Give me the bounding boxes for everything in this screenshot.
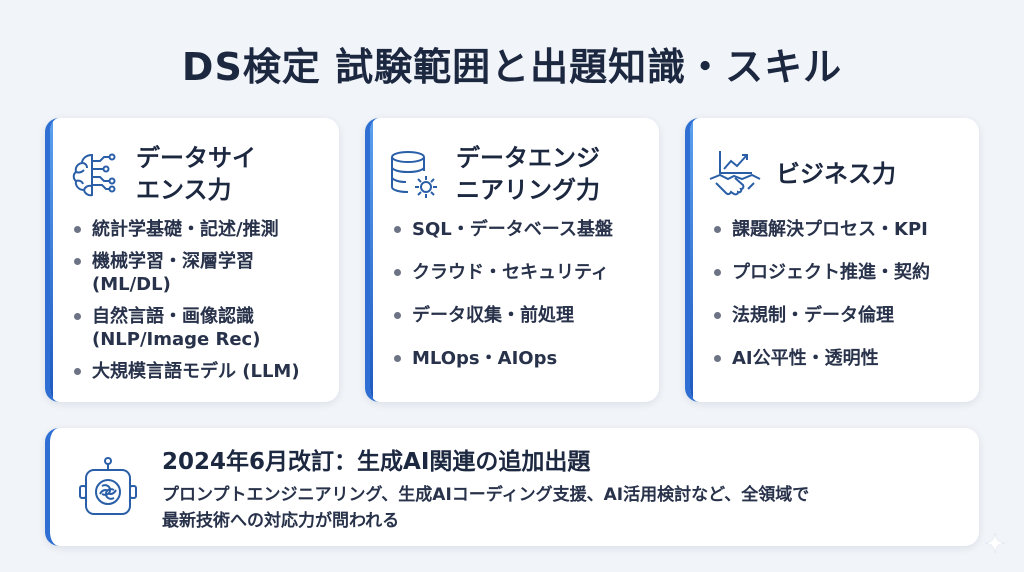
- card-header: データエンジ ニアリング力: [388, 136, 649, 212]
- skill-list: 統計学基礎・記述/推測 機械学習・深層学習 (ML/DL) 自然言語・画像認識 …: [72, 218, 329, 392]
- banner-description: プロンプトエンジニアリング、生成AIコーディング支援、AI活用検討など、全領域で…: [162, 482, 962, 534]
- banner-text-line1: プロンプトエンジニアリング、生成AIコーディング支援、AI活用検討など、全領域で: [162, 485, 810, 505]
- card-business: ビジネス力 課題解決プロセス・KPI プロジェクト推進・契約 法規制・データ倫理…: [685, 118, 979, 402]
- card-header: データサイ エンス力: [68, 136, 329, 212]
- card-title-line2: ニアリング力: [456, 176, 600, 204]
- banner-title: 2024年6月改訂：生成AI関連の追加出題: [162, 449, 591, 475]
- list-item: 法規制・データ倫理: [712, 304, 969, 327]
- brain-circuit-icon: [72, 153, 116, 197]
- list-item: MLOps・AIOps: [392, 347, 649, 370]
- card-data-engineering: データエンジ ニアリング力 SQL・データベース基盤 クラウド・セキュリティ デ…: [365, 118, 659, 402]
- skill-list: 課題解決プロセス・KPI プロジェクト推進・契約 法規制・データ倫理 AI公平性…: [712, 218, 969, 390]
- card-title-line2: エンス力: [136, 176, 232, 204]
- card-title-line1: データサイ: [136, 144, 256, 172]
- card-data-science: データサイ エンス力 統計学基礎・記述/推測 機械学習・深層学習 (ML/DL)…: [45, 118, 339, 402]
- list-item: 課題解決プロセス・KPI: [712, 218, 969, 241]
- list-item: 機械学習・深層学習 (ML/DL): [72, 250, 329, 296]
- list-item: 統計学基礎・記述/推測: [72, 218, 329, 241]
- skill-list: SQL・データベース基盤 クラウド・セキュリティ データ収集・前処理 MLOps…: [392, 218, 649, 390]
- handshake-chart-icon: [709, 151, 761, 196]
- card-header: ビジネス力: [708, 136, 969, 212]
- list-item: AI公平性・透明性: [712, 347, 969, 370]
- update-banner: 2024年6月改訂：生成AI関連の追加出題 プロンプトエンジニアリング、生成AI…: [45, 428, 979, 546]
- ai-chip-icon: [79, 457, 137, 515]
- sparkle-icon: [984, 532, 1006, 554]
- list-item: SQL・データベース基盤: [392, 218, 649, 241]
- card-title-line1: データエンジ: [456, 144, 600, 172]
- list-item: 自然言語・画像認識 (NLP/Image Rec): [72, 305, 329, 351]
- card-title: ビジネス力: [776, 160, 896, 188]
- list-item: クラウド・セキュリティ: [392, 261, 649, 284]
- banner-text-line2: 最新技術への対応力が問われる: [162, 511, 400, 531]
- page-title: DS検定 試験範囲と出題知識・スキル: [181, 45, 843, 89]
- list-item: 大規模言語モデル (LLM): [72, 360, 329, 383]
- list-item: データ収集・前処理: [392, 304, 649, 327]
- list-item: プロジェクト推進・契約: [712, 261, 969, 284]
- database-gear-icon: [391, 151, 437, 198]
